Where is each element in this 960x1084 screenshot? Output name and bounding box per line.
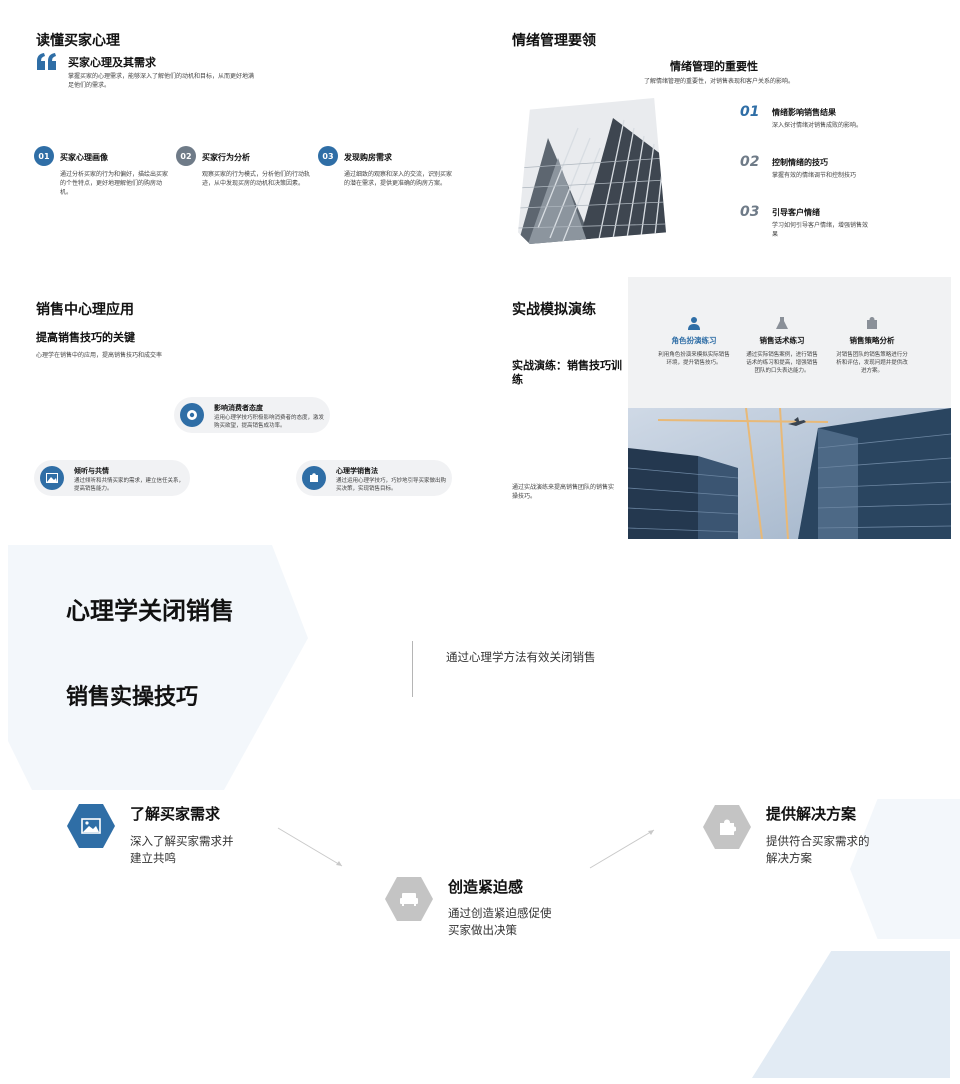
deco-hexagon-right: [850, 799, 960, 939]
number-badge: 02: [176, 146, 196, 166]
step-2-hexagon: [385, 877, 433, 921]
item-title: 引导客户情绪: [772, 208, 820, 217]
item-title: 买家行为分析: [202, 153, 250, 162]
target-icon: [180, 403, 204, 427]
slide-buyer-psychology: 读懂买家心理 买家心理及其需求 掌握买家的心理需求，能够深入了解他们的动机和目标…: [20, 20, 460, 270]
hero-hexagon-bg: [8, 545, 308, 790]
building-photo: [518, 98, 666, 244]
card-desc: 对销售团队的销售策略进行分析和评估，发现问题并提供改进方案。: [836, 352, 908, 374]
slide-closing-sales: 心理学关闭销售 销售实操技巧 通过心理学方法有效关闭销售 了解买家需求 深入了解…: [0, 545, 960, 1084]
item-desc: 观察买家的行为模式，分析他们的行动轨迹，从中发现买房的动机和决策因素。: [202, 171, 311, 187]
slide-desc: 了解情绪管理的重要性，对销售表现和客户关系的影响。: [644, 78, 795, 85]
step-1-desc-line2: 建立共鸣: [130, 851, 176, 865]
number-badge: 01: [34, 146, 54, 166]
step-2-desc-line2: 买家做出决策: [448, 923, 517, 937]
slide-desc: 通过实战演练来提高销售团队的销售实操技巧。: [512, 484, 615, 500]
glass-building-photo: [627, 407, 951, 539]
card-desc: 通过实际销售案例，进行销售话术的练习和提高，增强销售团队的口头表达能力。: [746, 352, 818, 374]
item-number: 01: [740, 104, 760, 120]
arrow-1: [276, 825, 348, 871]
item-desc: 学习如何引导客户情绪，增强销售效果: [772, 222, 869, 238]
card-script-practice: 销售话术练习 通过实际销售案例，进行销售话术的练习和提高，增强销售团队的口头表达…: [744, 315, 820, 375]
puzzle-icon: [720, 819, 736, 835]
slide-title: 销售中心理应用: [36, 302, 134, 318]
step-3-desc-line1: 提供符合买家需求的: [766, 834, 870, 848]
card-title: 销售话术练习: [759, 336, 805, 345]
item-title: 买家心理画像: [60, 153, 108, 162]
quote-icon: [36, 52, 58, 70]
item-desc: 运用心理学技巧积极影响消费者的态度，激发购买欲望，提高销售成功率。: [214, 415, 325, 429]
divider: [412, 641, 413, 697]
step-3-title: 提供解决方案: [766, 805, 857, 823]
slide-title: 情绪管理要领: [512, 33, 596, 49]
item-psych-sales-method: 心理学销售法 通过运用心理学技巧，巧妙地引导买家做出购买决策，实现销售目标。: [296, 460, 452, 496]
step-1-title: 了解买家需求: [130, 805, 221, 823]
step-1-hexagon: [67, 804, 115, 848]
image-icon: [40, 466, 64, 490]
sofa-icon: [400, 893, 418, 906]
item-title: 影响消费者态度: [214, 404, 263, 412]
card-strategy-analysis: 销售策略分析 对销售团队的销售策略进行分析和评估，发现问题并提供改进方案。: [834, 315, 910, 375]
slide-practice-drill: 实战模拟演练 实战演练：销售技巧训练 通过实战演练来提高销售团队的销售实操技巧。…: [496, 277, 951, 539]
slide-subtitle: 买家心理及其需求: [68, 56, 156, 69]
card-desc: 利用角色扮演来模拟实际销售环境，提升销售技巧。: [658, 352, 730, 366]
item-desc: 通过分析买家的行为和偏好，描绘出买家的个性特点，更好地理解他们的购房动机。: [60, 171, 169, 196]
card-role-play: 角色扮演练习 利用角色扮演来模拟实际销售环境，提升销售技巧。: [656, 315, 732, 367]
slide-psychology-in-sales: 销售中心理应用 提高销售技巧的关键 心理学在销售中的应用，提高销售技巧和成交率 …: [20, 287, 460, 539]
cards-panel: 角色扮演练习 利用角色扮演来模拟实际销售环境，提升销售技巧。 销售话术练习 通过…: [628, 277, 951, 408]
item-influence-attitude: 影响消费者态度 运用心理学技巧积极影响消费者的态度，激发购买欲望，提高销售成功率…: [174, 397, 330, 433]
step-3-desc-line2: 解决方案: [766, 851, 812, 865]
card-title: 角色扮演练习: [671, 336, 717, 345]
slide-title: 读懂买家心理: [36, 33, 120, 49]
step-3-hexagon: [703, 805, 751, 849]
slide-title: 心理学关闭销售: [66, 597, 234, 625]
item-title: 发现购房需求: [344, 153, 392, 162]
deco-shape-bottom-right: [752, 951, 950, 1078]
slide-emotion-management: 情绪管理要领 情绪管理的重要性 了解情绪管理的重要性，对销售表现和客户关系的影响…: [496, 20, 951, 270]
item-number: 02: [740, 154, 760, 170]
item-number: 03: [740, 204, 760, 220]
item-title: 情绪影响销售结果: [772, 108, 836, 117]
step-2-desc-line1: 通过创造紧迫感促使: [448, 906, 552, 920]
step-2-title: 创造紧迫感: [448, 878, 524, 896]
slide-subtitle: 情绪管理的重要性: [670, 60, 758, 73]
arrow-2: [588, 825, 660, 871]
slide-title: 实战模拟演练: [512, 302, 596, 318]
puzzle-icon: [865, 315, 879, 329]
item-title: 心理学销售法: [336, 467, 378, 475]
item-listen-empathy: 倾听与共情 通过倾听和共情买家的需求，建立信任关系，提高销售能力。: [34, 460, 190, 496]
item-desc: 通过倾听和共情买家的需求，建立信任关系，提高销售能力。: [74, 478, 185, 492]
step-1-desc-line1: 深入了解买家需求并: [130, 834, 234, 848]
item-desc: 深入探讨情绪对销售成败的影响。: [772, 122, 863, 129]
slide-desc: 心理学在销售中的应用，提高销售技巧和成交率: [36, 352, 163, 359]
card-title: 销售策略分析: [849, 336, 895, 345]
item-title: 倾听与共情: [74, 467, 109, 475]
slide-subtitle: 销售实操技巧: [66, 685, 199, 710]
slide-desc: 掌握买家的心理需求，能够深入了解他们的动机和目标，从而更好地满足他们的需求。: [68, 73, 255, 89]
flask-icon: [775, 315, 789, 329]
image-icon: [81, 818, 101, 834]
item-title: 控制情绪的技巧: [772, 158, 828, 167]
person-icon: [687, 315, 701, 330]
slide-desc: 通过心理学方法有效关闭销售: [446, 650, 596, 664]
puzzle-icon: [302, 466, 326, 490]
slide-subtitle: 实战演练：销售技巧训练: [512, 359, 622, 386]
item-desc: 掌握有效的情绪调节和控制技巧: [772, 172, 857, 179]
item-desc: 通过运用心理学技巧，巧妙地引导买家做出购买决策，实现销售目标。: [336, 478, 447, 492]
item-desc: 通过细致的观察和深入的交流，识别买家的潜在需求，提供更准确的购房方案。: [344, 171, 453, 187]
number-badge: 03: [318, 146, 338, 166]
slide-subtitle: 提高销售技巧的关键: [36, 331, 135, 344]
